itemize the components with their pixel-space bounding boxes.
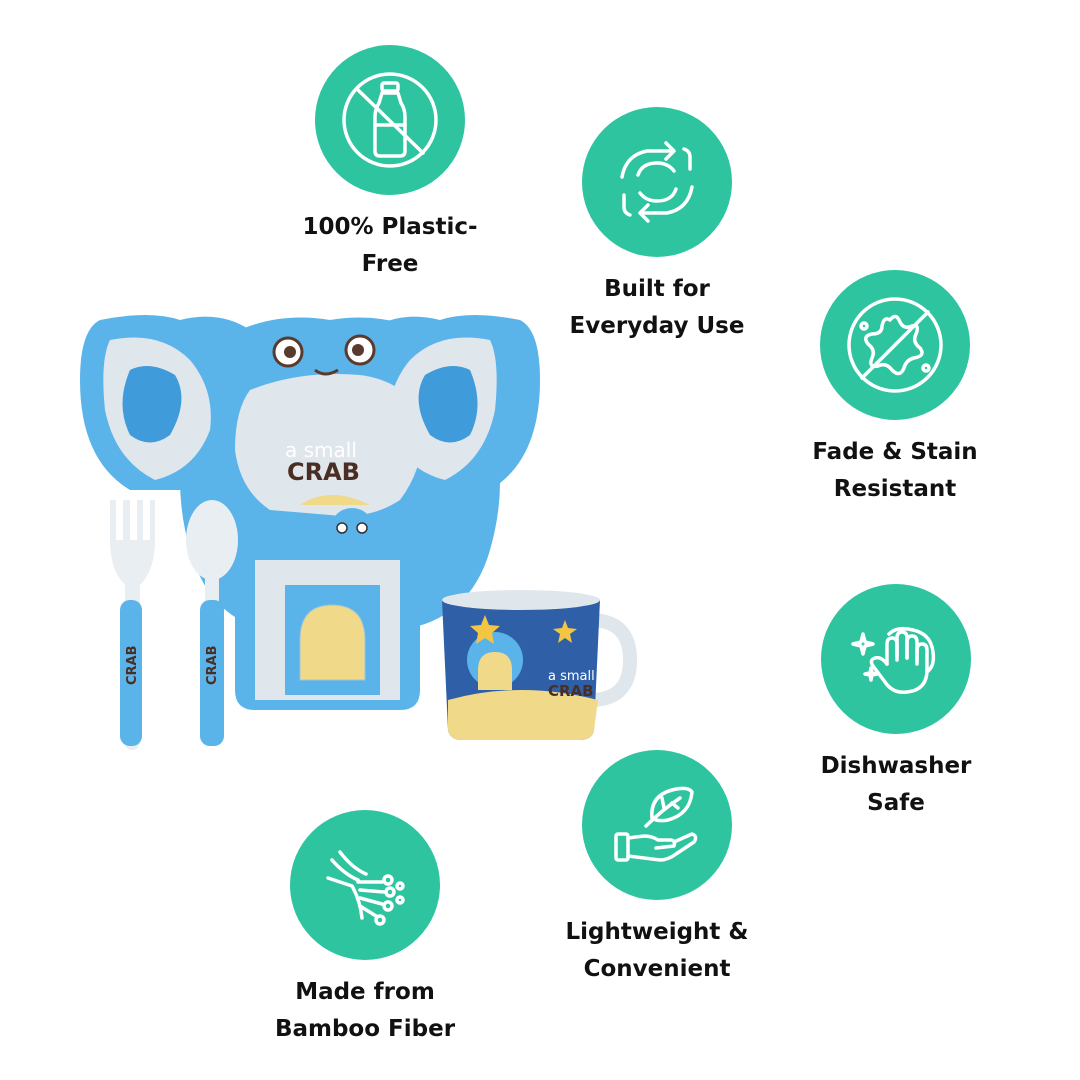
cup-text-big: CRAB bbox=[548, 682, 594, 700]
bamboo-fiber-hand-icon bbox=[290, 810, 440, 960]
plate-text-big: CRAB bbox=[287, 458, 360, 486]
cup-text-small: a small bbox=[548, 669, 595, 684]
no-stain-icon bbox=[820, 270, 970, 420]
fork-text: CRAB bbox=[125, 645, 140, 685]
leaf-on-hand-icon bbox=[582, 750, 732, 900]
feature-label: Lightweight &Convenient bbox=[565, 919, 749, 982]
feature-plastic-free: 100% Plastic-Free bbox=[260, 45, 520, 283]
plate-text-small: a small bbox=[285, 438, 357, 462]
refresh-cycle-icon bbox=[582, 107, 732, 257]
feature-lightweight: Lightweight &Convenient bbox=[527, 750, 787, 988]
kids-spoon: CRAB bbox=[186, 500, 238, 746]
washing-hand-sparkle-icon bbox=[821, 584, 971, 734]
kids-cup: a small CRAB bbox=[442, 590, 638, 740]
feature-label: 100% Plastic-Free bbox=[302, 214, 478, 277]
spoon-text: CRAB bbox=[205, 645, 220, 685]
crab-plate: a small CRAB bbox=[80, 315, 540, 710]
no-plastic-bottle-icon bbox=[315, 45, 465, 195]
kids-fork: CRAB bbox=[110, 500, 155, 750]
crab-dinnerware-set-image: a small CRAB CRAB CRAB bbox=[70, 300, 640, 760]
